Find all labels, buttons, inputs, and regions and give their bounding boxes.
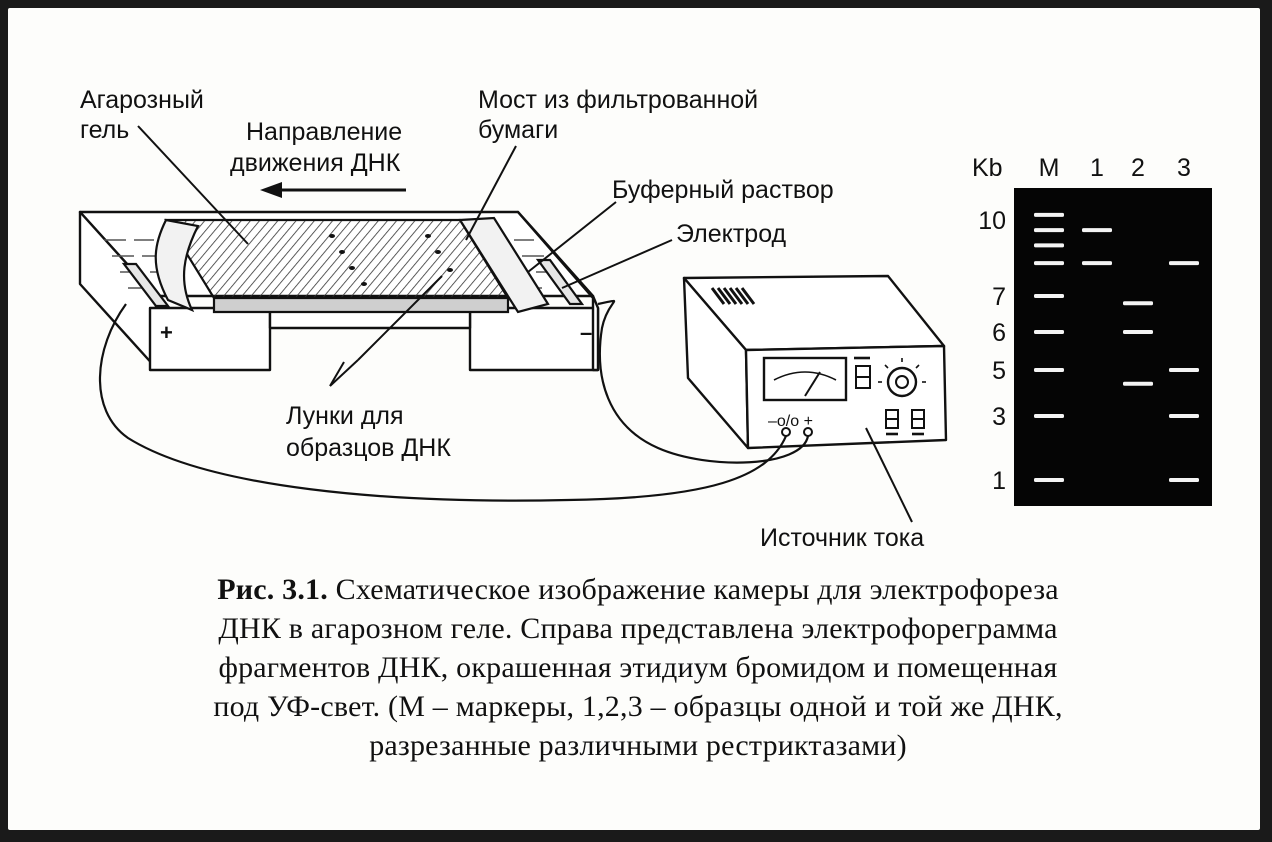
gel-band xyxy=(1034,478,1064,482)
gel-band xyxy=(1034,414,1064,418)
right-tank-box xyxy=(468,306,600,372)
bridge-label-line2: бумаги xyxy=(478,116,558,144)
power-switch-icon xyxy=(854,356,871,389)
kb-marker-5: 5 xyxy=(992,357,1006,385)
gel-band xyxy=(1034,294,1064,298)
sample-wells xyxy=(329,234,453,286)
gel-band xyxy=(1034,330,1064,334)
caption-line-1: Рис. 3.1. Схематическое изображение каме… xyxy=(48,570,1228,609)
connecting-wires xyxy=(98,299,810,502)
caption-line-5: разрезанные различными рестриктазами) xyxy=(369,729,907,762)
kb-marker-10: 10 xyxy=(978,207,1006,235)
power-supply-label: Источник тока xyxy=(760,524,924,552)
gel-band xyxy=(1123,330,1153,334)
caption-line-2: ДНК в агарозном геле. Справа представлен… xyxy=(218,612,1058,645)
gel-band xyxy=(1082,261,1112,266)
gel-band xyxy=(1034,212,1064,217)
vent-slots-icon xyxy=(710,287,756,305)
gel-band xyxy=(1169,478,1199,482)
wells-label-line1: Лунки для xyxy=(286,402,404,430)
leader-lines xyxy=(137,125,913,523)
figure-sheet: + – xyxy=(8,8,1260,830)
lane-label-2: 2 xyxy=(1131,154,1145,182)
gel-band xyxy=(1082,228,1112,233)
figure-caption: Рис. 3.1. Схематическое изображение каме… xyxy=(48,570,1228,765)
gel-band xyxy=(1034,228,1064,233)
electrophoresis-diagram: + – xyxy=(78,86,1212,552)
bridge-label-line1: Мост из фильтрованной xyxy=(478,86,758,114)
gel-label-line2: гель xyxy=(80,116,129,144)
range-switches-icon xyxy=(885,409,925,436)
power-terminals-label: –o/o + xyxy=(768,413,813,430)
gel-band xyxy=(1123,381,1153,386)
gel-band xyxy=(1169,261,1199,266)
lane-label-1: 1 xyxy=(1090,154,1104,182)
gel-band xyxy=(1123,301,1153,306)
kb-marker-7: 7 xyxy=(992,283,1006,311)
caption-line-3: фрагментов ДНК, окрашенная этидиум броми… xyxy=(218,651,1058,684)
kb-header: Kb xyxy=(972,154,1003,182)
kb-marker-3: 3 xyxy=(992,403,1006,431)
gel-band xyxy=(1034,368,1064,372)
filter-paper-bridges xyxy=(154,216,550,314)
lane-label-3: 3 xyxy=(1177,154,1191,182)
agarose-gel xyxy=(164,218,510,314)
right-tank-side xyxy=(516,210,600,372)
figure-number: Рис. 3.1. xyxy=(217,573,328,606)
electrodes xyxy=(121,258,585,308)
gel-band xyxy=(1034,243,1064,248)
voltmeter-icon xyxy=(762,356,848,402)
direction-label-line1: Направление xyxy=(246,118,402,146)
caption-line-4: под УФ-свет. (М – маркеры, 1,2,3 – образ… xyxy=(213,690,1063,723)
dna-direction-arrow-icon xyxy=(260,182,406,198)
lane-label-m: M xyxy=(1039,154,1060,182)
minus-sign: – xyxy=(580,320,592,345)
gel-band xyxy=(1169,368,1199,372)
buffer-label: Буферный раствор xyxy=(612,176,834,204)
direction-label-line2: движения ДНК xyxy=(230,149,401,177)
electrode-label: Электрод xyxy=(676,220,787,248)
left-tank-box xyxy=(148,306,272,372)
wells-label-line2: образцов ДНК xyxy=(286,434,451,462)
gel-label-line1: Агарозный xyxy=(80,86,204,114)
kb-marker-1: 1 xyxy=(992,467,1006,495)
kb-marker-6: 6 xyxy=(992,319,1006,347)
gel-band xyxy=(1169,414,1199,418)
voltage-knob-icon xyxy=(878,358,926,398)
gel-background xyxy=(1014,188,1212,506)
caption-line-1-text: Схематическое изображение камеры для эле… xyxy=(335,573,1059,606)
plus-sign: + xyxy=(160,320,173,345)
gel-band xyxy=(1034,261,1064,266)
